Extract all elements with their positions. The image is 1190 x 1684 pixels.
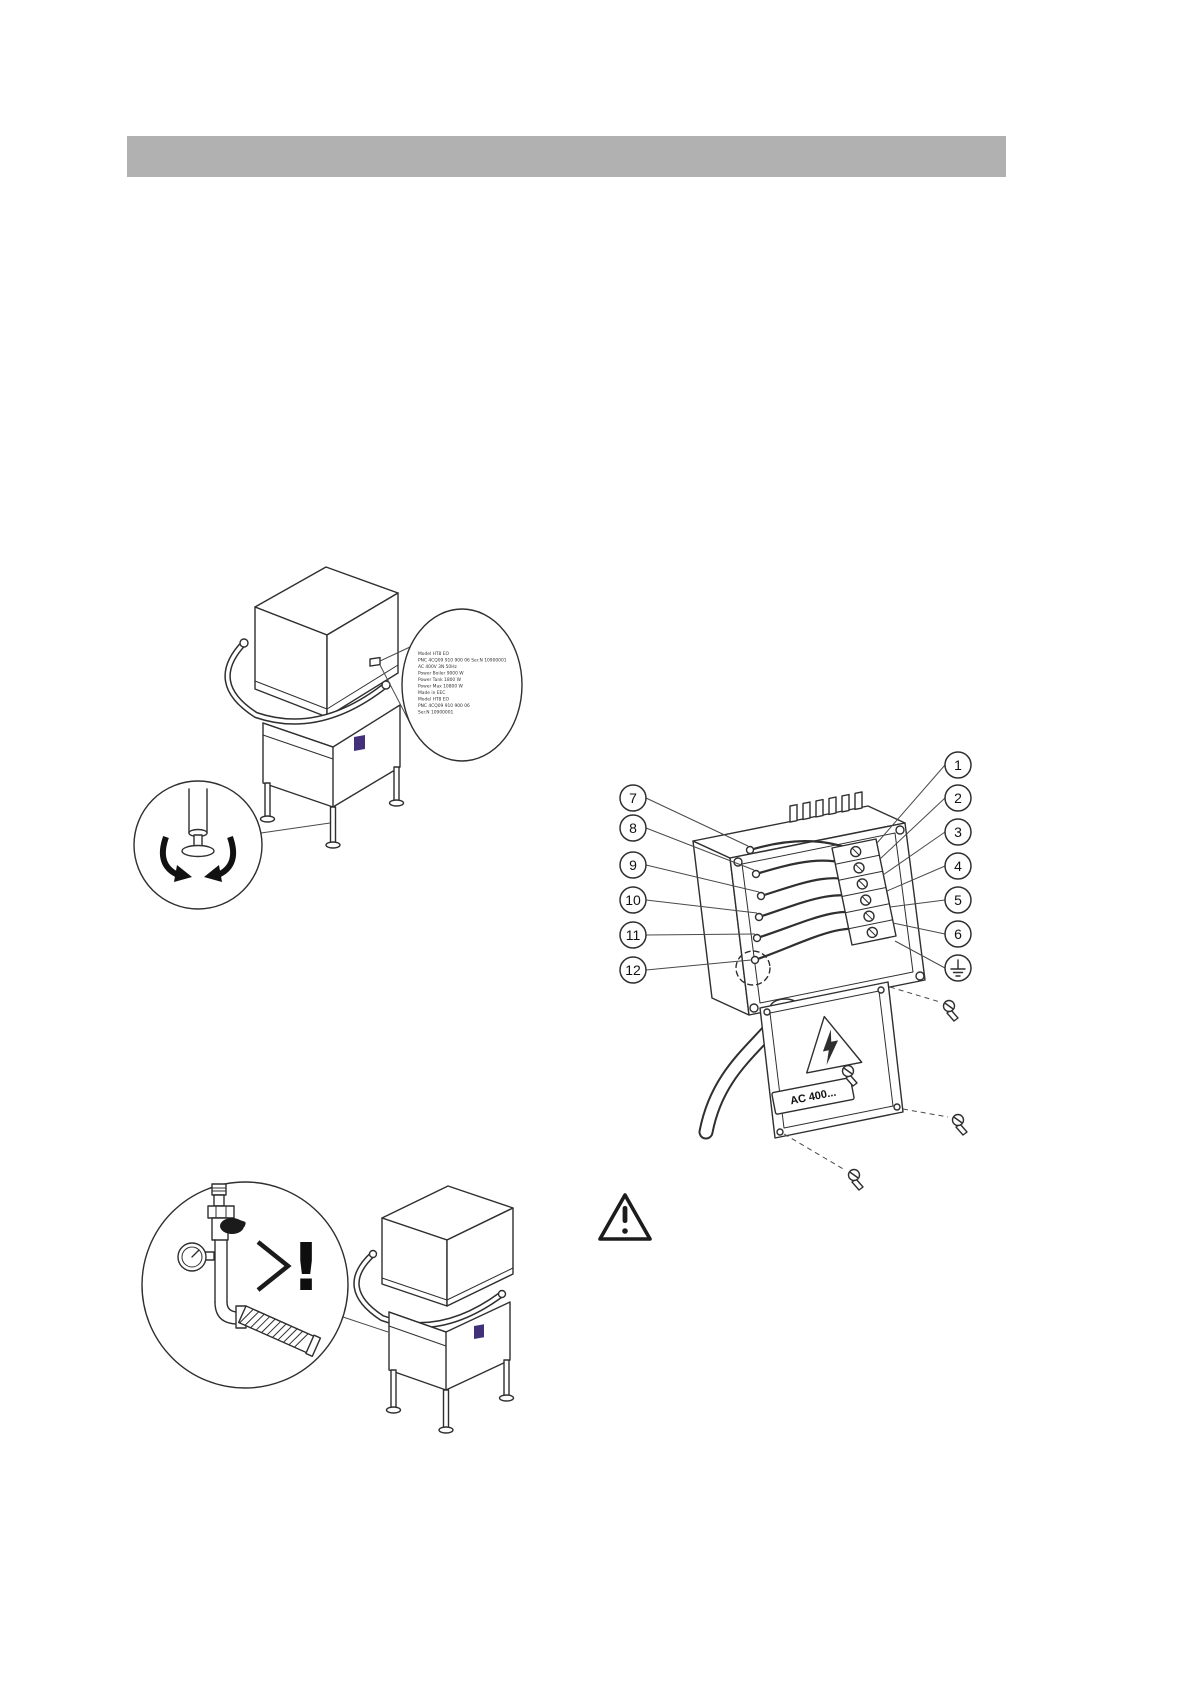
- callout-2: 2: [954, 790, 962, 806]
- hood-dishwasher-illustration-2: [353, 1185, 515, 1434]
- section-header-bar: [127, 136, 1006, 177]
- water-inlet-detail: !: [141, 1181, 389, 1389]
- rating-plate-line: Model HT8 EO: [418, 697, 450, 703]
- terminal-callouts-left: 7 8 9 10 11 12: [619, 784, 760, 984]
- machine-leg: [503, 1359, 510, 1397]
- rating-plate-line: Ser.N 10900001: [418, 710, 454, 716]
- terminal-callouts-right: 1 2 3 4 5 6: [876, 751, 972, 982]
- callout-6: 6: [954, 926, 962, 942]
- callout-11: 11: [626, 927, 641, 943]
- alert-arrow-icon: [256, 1240, 292, 1292]
- hood-dishwasher-illustration: [224, 566, 405, 849]
- earth-ground-icon: [950, 959, 966, 977]
- rating-plate-line: Model HT8 EO: [418, 651, 450, 657]
- cover-plate: AC 400...: [759, 981, 904, 1139]
- hood-handle: [353, 1249, 507, 1329]
- exclamation-bar: [622, 1206, 628, 1223]
- rating-plate-line: Power Tank 1800 W: [418, 677, 462, 683]
- callout-5: 5: [954, 892, 962, 908]
- fixing-screws: [783, 986, 968, 1191]
- exclamation-mark: !: [291, 1229, 321, 1306]
- machine-leg: [329, 806, 337, 844]
- rating-plate-line: AC 400V 3N 50Hz: [418, 664, 458, 670]
- machine-leg: [390, 1369, 397, 1409]
- screw-icon: [951, 1113, 968, 1136]
- brand-logo: [354, 735, 365, 751]
- water-inlet-figure: !: [141, 1181, 515, 1434]
- lightning-icon: [822, 1029, 839, 1066]
- brand-logo: [474, 1324, 484, 1339]
- machine-leg: [264, 782, 271, 818]
- inlet-hose: [237, 1305, 322, 1358]
- electric-hazard-icon: [806, 1015, 863, 1074]
- rating-plate-callout: Model HT8 EO PNC 4CQ09 910 900 06 Ser.N …: [379, 608, 523, 762]
- rating-plate-line: Power Boiler 9000 W: [418, 671, 464, 677]
- rating-plate-line: PNC 4CQ09 910 900 06: [418, 703, 470, 709]
- water-inlet-assembly: [177, 1183, 322, 1358]
- exclamation-dot: [622, 1228, 628, 1234]
- pressure-gauge-icon: [177, 1242, 215, 1272]
- valve-knob: [220, 1217, 246, 1234]
- callout-4: 4: [954, 858, 962, 874]
- terminal-box-figure: AC 400... 7 8 9 10 11 12: [619, 751, 972, 1191]
- callout-3: 3: [954, 824, 962, 840]
- rotation-arrows-icon: [160, 835, 236, 882]
- hood-handle: [224, 638, 391, 725]
- adjustable-foot: [181, 844, 215, 858]
- heatsink-fins: [789, 791, 863, 823]
- rating-plate-on-machine: [369, 656, 381, 667]
- screw-icon: [942, 999, 959, 1022]
- foot-adjustment-detail: [133, 780, 331, 910]
- callout-8: 8: [629, 820, 637, 836]
- rating-plate-line: Made in EEC: [418, 690, 445, 696]
- rating-plate-line: Power Max 10800 W: [418, 684, 464, 690]
- callout-9: 9: [629, 857, 637, 873]
- rating-plate-figure: Model HT8 EO PNC 4CQ09 910 900 06 Ser.N …: [133, 566, 523, 910]
- rating-plate-line: PNC 4CQ09 910 900 06 Ser.N 10900001: [418, 658, 507, 664]
- callout-7: 7: [629, 790, 637, 806]
- terminal-strip: [831, 838, 897, 946]
- callout-12: 12: [625, 962, 641, 978]
- machine-leg: [393, 766, 400, 802]
- warning-triangle-icon: [598, 1193, 652, 1241]
- callout-1: 1: [954, 757, 962, 773]
- screw-icon: [847, 1168, 864, 1191]
- machine-leg: [442, 1389, 450, 1429]
- callout-10: 10: [625, 892, 641, 908]
